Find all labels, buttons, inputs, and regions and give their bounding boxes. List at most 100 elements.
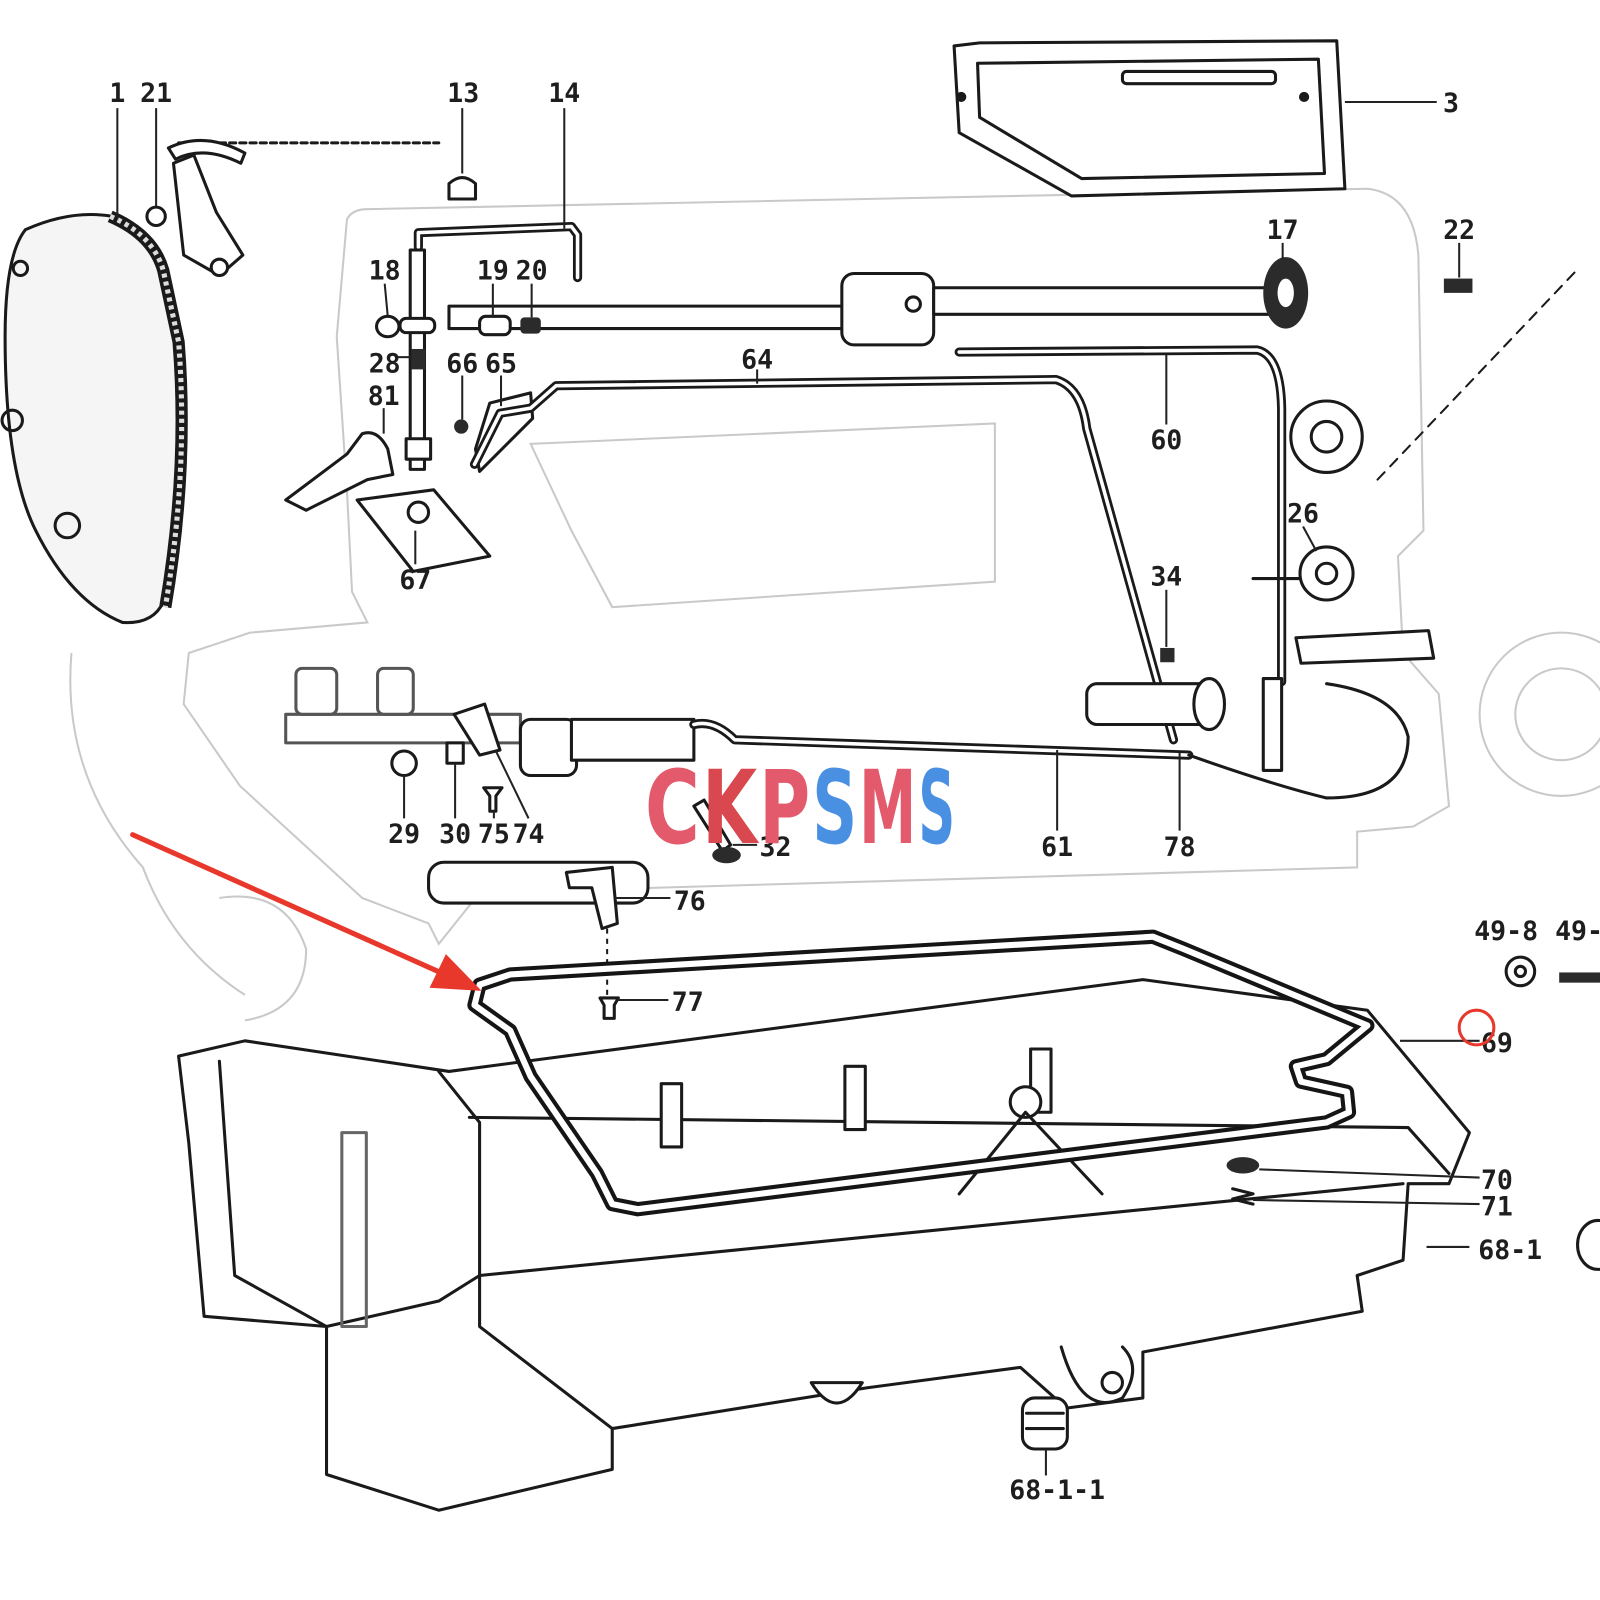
lower-shaft-mid [569, 717, 696, 762]
part-label-81: 81 [368, 381, 400, 412]
part-label-20: 20 [516, 256, 548, 287]
part-69-gasket-inner [471, 933, 1371, 1213]
machine-lower-left-curve [219, 895, 308, 1022]
part-32-screw [692, 798, 733, 853]
part-label-71: 71 [1481, 1191, 1513, 1222]
machine-arm-outline [182, 187, 1451, 946]
oil-pan-bracket [1059, 1345, 1135, 1404]
part-14-bracket-inner [416, 224, 580, 280]
side-cover [0, 210, 188, 625]
oil-pan-outline [177, 978, 1471, 1512]
part-61-rod-inner [692, 721, 1191, 757]
part-21-ring [145, 205, 167, 228]
part-label-75: 75 [478, 819, 510, 850]
part-28-spring [411, 348, 426, 370]
part-label-22: 22 [1443, 215, 1475, 246]
part-label-1: 1 [109, 78, 125, 109]
oil-pan-base [177, 978, 1471, 1512]
logo-letter: S [812, 749, 857, 868]
oil-pan-left-inner [437, 1069, 482, 1278]
part-32-screw-head [712, 846, 741, 864]
leader-line [383, 283, 389, 317]
top-cover-gasket [952, 39, 1347, 198]
part-22-screw [1443, 278, 1473, 293]
part-26-disc [1298, 545, 1355, 602]
part-label-18: 18 [369, 256, 401, 287]
part-18-slot [398, 316, 437, 335]
machine-window-outline [529, 422, 996, 609]
top-cover-outer [952, 39, 1347, 198]
part-70-screw [1226, 1157, 1260, 1174]
part-label-74: 74 [513, 819, 545, 850]
presser-plate-hole [406, 500, 431, 524]
part-label-32: 32 [760, 832, 792, 863]
right-edge-part [1576, 1218, 1600, 1271]
part-label-61: 61 [1041, 832, 1073, 863]
part-label-3: 3 [1443, 88, 1459, 119]
logo-letter: K [702, 749, 760, 868]
side-cover-hole [53, 511, 82, 540]
part-label-49: 49- [1555, 916, 1600, 947]
part-49-8-nut [1504, 955, 1537, 988]
part-label-76: 76 [674, 886, 706, 917]
part-64-rod-inner [472, 377, 1176, 742]
part-label-78: 78 [1164, 832, 1196, 863]
part-label-14: 14 [548, 78, 580, 109]
leader-line [1259, 1168, 1480, 1179]
part-label-13: 13 [447, 78, 479, 109]
ckpsms-logo: C K P S M S [645, 749, 955, 868]
part-label-34: 34 [1150, 562, 1182, 593]
oil-pan-front-wall [478, 1182, 1405, 1278]
needle-bar-area [284, 248, 541, 573]
oil-pan-foot [809, 1381, 864, 1405]
part-19-bushing [478, 314, 512, 337]
part-30-pin [445, 741, 465, 765]
lower-shaft-right-collar [1192, 677, 1227, 732]
rod-60-lower-block [1261, 677, 1284, 772]
part-76-bracket [564, 865, 619, 931]
part-20-setscrew [520, 317, 541, 334]
oil-pan-left-wall [217, 1059, 329, 1329]
bracket-screw [209, 257, 230, 278]
part-label-66: 66 [446, 348, 478, 379]
part-34-nut [1160, 647, 1175, 663]
part-label-68-1-1: 68-1-1 [1009, 1475, 1105, 1506]
lower-shaft-cylinder [518, 717, 579, 778]
side-cover-plate [3, 212, 181, 625]
needle-clamp [404, 437, 433, 461]
part-49-8-nut-hole [1513, 964, 1528, 979]
part-number-labels: 1 21 13 14 3 17 22 18 19 20 28 66 65 64 … [109, 78, 1600, 1506]
machine-right-wheel-outline [1478, 631, 1600, 797]
logo-letter: P [759, 749, 810, 868]
machine-body-outline [69, 187, 1600, 1022]
top-cover-hole-left [956, 91, 967, 103]
part-66-screw [454, 419, 469, 434]
part-60-rod [954, 345, 1287, 687]
link-crank [166, 138, 247, 165]
part-label-30: 30 [439, 819, 471, 850]
side-cover-gasket-texture [109, 213, 185, 608]
part-81-lever [284, 431, 395, 512]
oil-pan-post [659, 1082, 684, 1149]
part-17-bearing-center [1277, 278, 1294, 308]
part-label-70: 70 [1481, 1165, 1513, 1196]
upper-shaft-right [932, 286, 1272, 316]
part-label-17: 17 [1267, 215, 1299, 246]
part-18-screw [375, 314, 401, 339]
oil-pan-inner-rim [467, 1115, 1451, 1176]
lower-shaft-collar [376, 666, 415, 716]
part-77-screw [598, 996, 620, 1020]
red-annotations [130, 832, 1496, 1047]
part-74-lever [452, 702, 502, 757]
part-67-presser-plate [355, 488, 492, 573]
oil-pan-post [843, 1064, 867, 1132]
side-cover-hole [11, 259, 30, 278]
part-26-disc-center [1314, 561, 1339, 586]
part-label-29: 29 [388, 819, 420, 850]
machine-right-wheel-inner [1514, 667, 1600, 762]
collar-screw [904, 295, 922, 313]
top-cover-slot [1120, 69, 1278, 86]
part-label-64: 64 [741, 344, 773, 375]
part-label-19: 19 [477, 256, 509, 287]
